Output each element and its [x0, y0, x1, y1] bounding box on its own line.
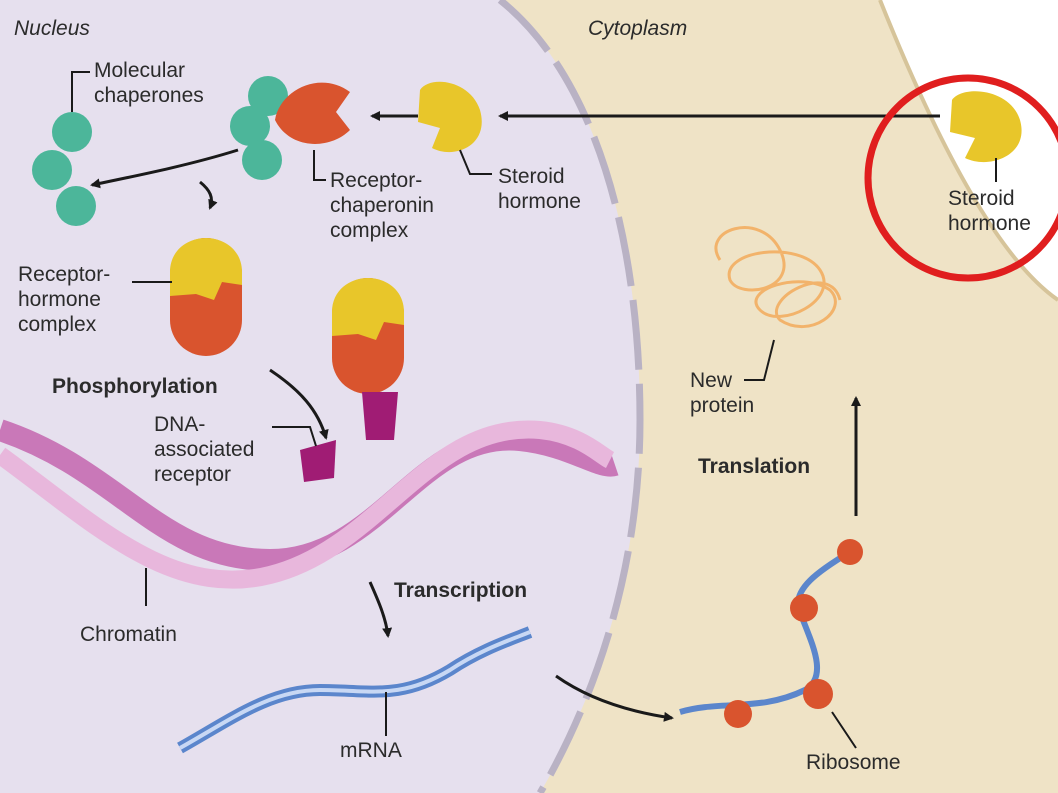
ribosome-4 [837, 539, 863, 565]
nucleus-label: Nucleus [14, 17, 90, 40]
molecular-chaperones-label: Molecular chaperones [94, 59, 204, 107]
arrow-complex-form [199, 180, 218, 210]
nucleus-region [0, 0, 640, 793]
ribosome-group [724, 539, 863, 728]
receptor-chaperonin-complex-shape [230, 76, 350, 180]
ribosome-label: Ribosome [806, 751, 901, 774]
ribosome-3 [790, 594, 818, 622]
receptor-chaperonin-complex-label: Receptor- chaperonin complex [330, 169, 434, 242]
chromatin-helix [0, 419, 619, 589]
chromatin-label: Chromatin [80, 623, 177, 646]
arrow-chaperone-release [90, 148, 239, 189]
ribosome-2 [803, 679, 833, 709]
mrna-label: mRNA [340, 739, 402, 762]
cell-membrane-edge [878, 0, 1058, 302]
arrow-export [555, 674, 674, 722]
arrow-phosphorylation [269, 368, 329, 440]
receptor-hormone-complex-shape [170, 238, 242, 356]
steroid-hormone-inner-shape [418, 81, 482, 153]
steroid-hormone-outer-shape [950, 91, 1022, 163]
cytoplasm-label: Cytoplasm [588, 17, 688, 40]
leader-lines [71, 71, 997, 749]
dna-associated-receptor-shape [300, 278, 404, 482]
nuclear-envelope [497, 0, 644, 793]
arrow-transcription [368, 581, 393, 638]
steroid-hormone-inner-label: Steroid hormone [498, 165, 581, 213]
dna-associated-receptor-label: DNA- associated receptor [154, 413, 255, 486]
molecular-chaperones [32, 112, 96, 226]
phosphorylation-label: Phosphorylation [52, 375, 218, 398]
new-protein-coil [714, 226, 842, 328]
new-protein-label: New protein [690, 369, 755, 417]
mrna-ribbon-highlight [179, 630, 531, 750]
transcription-label: Transcription [394, 579, 528, 602]
receptor-hormone-complex-label: Receptor- hormone complex [18, 263, 111, 336]
highlight-circle [864, 74, 1058, 282]
ribosome-1 [724, 700, 752, 728]
steroid-hormone-outer-label: Steroid hormone [948, 187, 1031, 235]
translation-label: Translation [698, 455, 811, 478]
